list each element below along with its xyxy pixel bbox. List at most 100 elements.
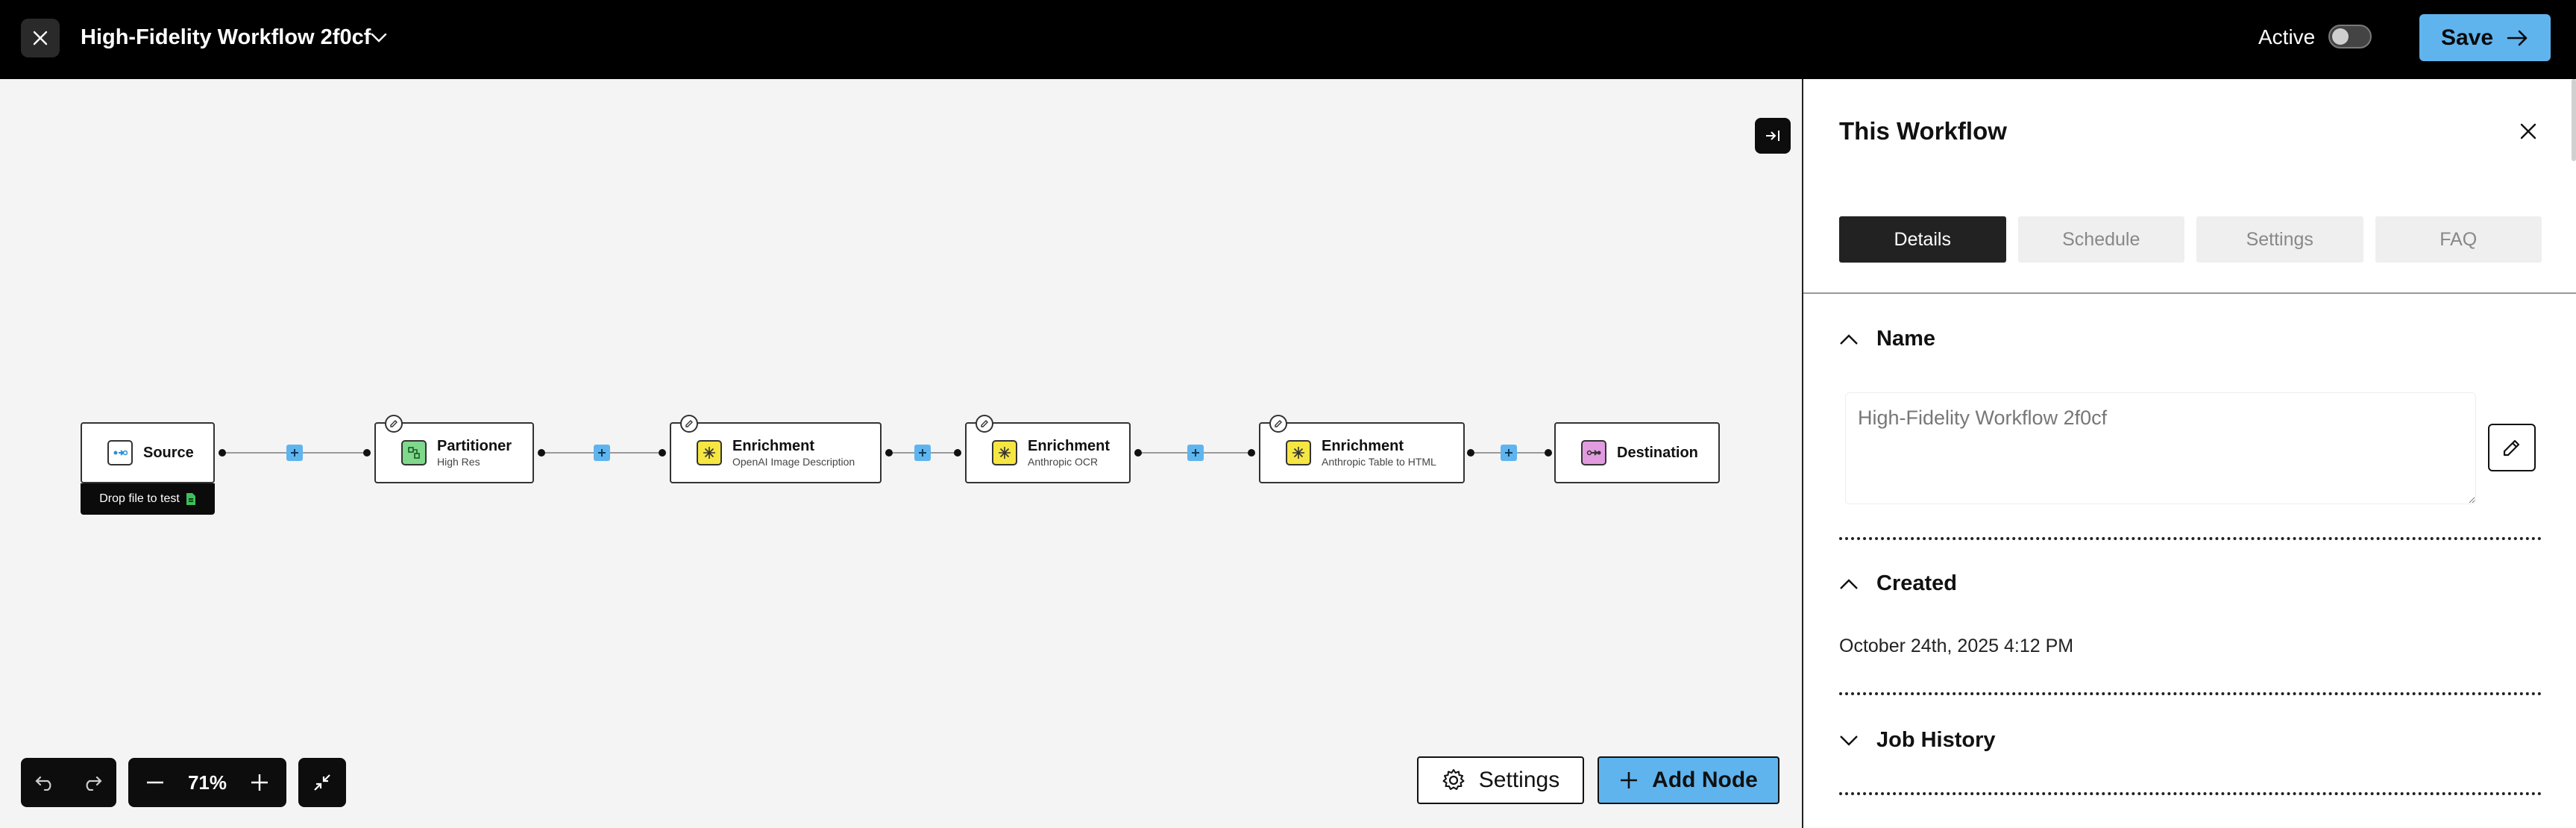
pencil-icon bbox=[2503, 439, 2520, 457]
canvas-settings-button[interactable]: Settings bbox=[1417, 756, 1584, 804]
workflow-name-field[interactable]: High-Fidelity Workflow 2f0cf bbox=[1845, 392, 2476, 504]
created-section-toggle[interactable]: Created bbox=[1839, 571, 1957, 596]
top-bar: High-Fidelity Workflow 2f0cf Active Save bbox=[0, 0, 2576, 79]
fit-view-button[interactable] bbox=[301, 762, 343, 803]
active-toggle[interactable] bbox=[2328, 25, 2372, 48]
close-workflow-button[interactable] bbox=[21, 19, 60, 57]
partitioner-node[interactable]: Partitioner High Res bbox=[374, 415, 534, 483]
panel-title: This Workflow bbox=[1839, 117, 2007, 145]
insert-node-button[interactable] bbox=[286, 445, 303, 461]
node-text: Partitioner High Res bbox=[437, 437, 512, 468]
plus-icon bbox=[919, 449, 926, 457]
chevron-down-icon bbox=[371, 33, 387, 43]
redo-icon bbox=[86, 776, 102, 791]
scrollbar[interactable] bbox=[2572, 79, 2576, 161]
source-node[interactable]: Source bbox=[81, 422, 215, 483]
edit-node-badge[interactable] bbox=[385, 415, 403, 433]
file-icon bbox=[186, 493, 195, 505]
sparkle-icon bbox=[1286, 440, 1311, 465]
close-panel-button[interactable] bbox=[2513, 116, 2543, 146]
created-date: October 24th, 2025 4:12 PM bbox=[1839, 636, 2074, 656]
plus-icon bbox=[1192, 449, 1199, 457]
tab-schedule[interactable]: Schedule bbox=[2017, 216, 2184, 263]
history-controls bbox=[21, 758, 116, 807]
node-title: Source bbox=[143, 445, 194, 461]
pencil-icon bbox=[390, 420, 398, 427]
node-title: Enrichment bbox=[1322, 438, 1404, 454]
insert-node-button[interactable] bbox=[914, 445, 931, 461]
plus-icon bbox=[291, 449, 298, 457]
plus-icon bbox=[1621, 772, 1638, 788]
created-section-label: Created bbox=[1876, 571, 1957, 595]
chevron-up-icon bbox=[1840, 333, 1858, 345]
tab-faq[interactable]: FAQ bbox=[2375, 216, 2542, 263]
node-text: Source bbox=[143, 444, 194, 462]
enrichment-node[interactable]: Enrichment OpenAI Image Description bbox=[670, 415, 882, 483]
add-node-button[interactable]: Add Node bbox=[1598, 756, 1779, 804]
sparkle-icon bbox=[992, 440, 1017, 465]
collapse-panel-button[interactable] bbox=[1755, 118, 1791, 154]
shrink-icon bbox=[314, 774, 330, 791]
zoom-level: 71% bbox=[187, 771, 227, 794]
workflow-title: High-Fidelity Workflow 2f0cf bbox=[81, 25, 371, 49]
insert-node-button[interactable] bbox=[594, 445, 610, 461]
collapse-right-icon bbox=[1766, 131, 1779, 141]
node-text: Enrichment Anthropic OCR bbox=[1028, 437, 1110, 468]
workflow-canvas[interactable]: Source Drop file to test Partitioner Hig… bbox=[0, 79, 1802, 828]
edit-node-badge[interactable] bbox=[976, 415, 993, 433]
section-divider bbox=[1839, 792, 2542, 795]
arrow-right-icon bbox=[2507, 30, 2528, 46]
node-subtitle: Anthropic OCR bbox=[1028, 456, 1099, 468]
pencil-icon bbox=[685, 420, 693, 427]
name-section-toggle[interactable]: Name bbox=[1839, 327, 1935, 351]
fit-view-control bbox=[298, 758, 346, 807]
enrichment-node[interactable]: Enrichment Anthropic OCR bbox=[965, 415, 1131, 483]
save-button-label: Save bbox=[2440, 25, 2494, 50]
redo-button[interactable] bbox=[72, 762, 113, 803]
workflow-menu-button[interactable] bbox=[365, 25, 392, 51]
save-button[interactable]: Save bbox=[2419, 14, 2551, 61]
undo-button[interactable] bbox=[24, 762, 66, 803]
section-divider bbox=[1839, 537, 2542, 540]
zoom-controls: 71% bbox=[128, 758, 286, 807]
active-label: Active bbox=[2258, 25, 2316, 48]
tab-details[interactable]: Details bbox=[1839, 216, 2006, 263]
edit-node-badge[interactable] bbox=[1269, 415, 1287, 433]
node-text: Enrichment Anthropic Table to HTML bbox=[1322, 437, 1436, 468]
panel-tabs: Details Schedule Settings FAQ bbox=[1839, 216, 2542, 263]
node-text: Destination bbox=[1617, 444, 1698, 462]
destination-icon bbox=[1581, 440, 1606, 465]
undo-icon bbox=[35, 776, 51, 791]
drop-file-label: Drop file to test bbox=[99, 492, 180, 505]
edit-node-badge[interactable] bbox=[680, 415, 698, 433]
insert-node-button[interactable] bbox=[1187, 445, 1204, 461]
enrichment-node[interactable]: Enrichment Anthropic Table to HTML bbox=[1259, 415, 1465, 483]
node-subtitle: Anthropic Table to HTML bbox=[1322, 456, 1436, 468]
edges-layer bbox=[219, 449, 1552, 457]
chevron-down-icon bbox=[1840, 735, 1858, 746]
pencil-icon bbox=[1275, 420, 1282, 427]
destination-node[interactable]: Destination bbox=[1554, 422, 1720, 483]
node-subtitle: High Res bbox=[437, 456, 480, 468]
job-history-section-toggle[interactable]: Job History bbox=[1839, 728, 1996, 753]
tab-settings[interactable]: Settings bbox=[2196, 216, 2363, 263]
edit-name-button[interactable] bbox=[2488, 424, 2536, 471]
section-divider bbox=[1839, 692, 2542, 695]
minus-icon bbox=[146, 781, 163, 784]
zoom-in-button[interactable] bbox=[239, 762, 280, 803]
workflow-details-panel: This Workflow Details Schedule Settings … bbox=[1802, 79, 2576, 828]
divider bbox=[1803, 292, 2576, 294]
close-icon bbox=[33, 31, 48, 46]
plus-icon bbox=[251, 774, 268, 791]
zoom-out-button[interactable] bbox=[134, 762, 176, 803]
toggle-knob bbox=[2332, 28, 2349, 45]
chevron-up-icon bbox=[1840, 578, 1858, 589]
node-title: Enrichment bbox=[732, 438, 815, 454]
node-text: Enrichment OpenAI Image Description bbox=[732, 437, 855, 468]
drop-file-to-test[interactable]: Drop file to test bbox=[81, 483, 215, 515]
gear-icon bbox=[1442, 769, 1465, 790]
close-icon bbox=[2520, 123, 2536, 139]
pencil-icon bbox=[981, 420, 988, 427]
name-section-label: Name bbox=[1876, 327, 1935, 351]
insert-node-button[interactable] bbox=[1501, 445, 1517, 461]
